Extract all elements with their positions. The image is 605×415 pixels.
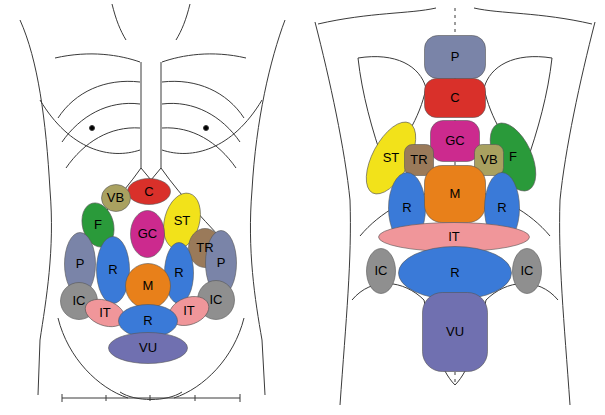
zone-letter: ST: [174, 214, 191, 228]
zone-letter: IT: [99, 306, 111, 320]
zone-c: C: [127, 178, 171, 205]
zone-letter: VB: [107, 191, 124, 205]
zone-fill: [109, 333, 188, 364]
zone-vu: VU: [422, 292, 488, 372]
nipple: [204, 126, 209, 131]
zone-letter: R: [402, 201, 411, 215]
zone-letter: GC: [445, 134, 465, 148]
zone-c: C: [424, 78, 486, 118]
zone-vu: VU: [108, 332, 188, 364]
zone-fill: [128, 179, 171, 205]
zone-m: M: [125, 263, 171, 309]
zone-fill: [131, 211, 165, 258]
zone-fill: [425, 36, 486, 79]
zone-letter: TR: [410, 153, 427, 167]
zone-letter: C: [144, 185, 153, 199]
zone-r: R: [96, 236, 130, 304]
zone-letter: M: [450, 187, 461, 201]
zone-letter: F: [509, 150, 517, 164]
zone-letter: IC: [375, 264, 388, 278]
zone-fill: [425, 79, 486, 118]
neck-line: [112, 4, 190, 40]
zone-letter: IT: [448, 230, 460, 244]
zone-ic: IC: [512, 248, 542, 294]
zone-letter: IC: [73, 294, 86, 308]
zone-fill: [423, 293, 488, 372]
zone-letter: GC: [138, 227, 158, 241]
zone-fill: [399, 247, 512, 300]
zone-letter: M: [143, 279, 154, 293]
body-outline: [560, 22, 595, 405]
zone-r: R: [398, 246, 512, 300]
zone-letter: VU: [139, 341, 157, 355]
zone-letter: IC: [521, 264, 534, 278]
pelvis-line: [352, 283, 558, 385]
zone-gc: GC: [130, 210, 165, 258]
zone-fill: [513, 249, 542, 294]
zone-letter: P: [217, 256, 226, 270]
sternum: [141, 62, 161, 180]
zone-fill: [126, 264, 171, 309]
zone-letter: TR: [196, 241, 213, 255]
zone-letter: R: [143, 314, 152, 328]
scale-bar: [62, 394, 240, 402]
zone-letter: ST: [383, 151, 400, 165]
clavicle: [55, 54, 246, 62]
zone-ic: IC: [366, 248, 396, 294]
zone-letter: C: [450, 91, 459, 105]
body-outline: [250, 20, 285, 395]
zone-letter: P: [451, 50, 460, 64]
zone-letter: IT: [183, 304, 195, 318]
zone-fill: [97, 237, 130, 304]
zone-fill: [367, 249, 396, 294]
body-outline: [20, 20, 51, 395]
pectoral-line: [40, 100, 262, 153]
zone-m: M: [424, 165, 486, 223]
zone-fill: [425, 166, 486, 223]
zone-letter: VB: [480, 153, 497, 167]
body-outline: [315, 22, 350, 405]
zone-letter: R: [497, 201, 506, 215]
zone-letter: IC: [210, 293, 223, 307]
zone-letter: P: [76, 257, 85, 271]
zone-letter: R: [174, 266, 183, 280]
zone-p: P: [424, 35, 486, 79]
zone-fill: [431, 121, 480, 162]
nipple: [90, 126, 95, 131]
zone-letter: F: [94, 218, 102, 232]
zone-letter: R: [450, 266, 459, 280]
zone-gc: GC: [430, 120, 480, 162]
zone-letter: VU: [446, 325, 464, 339]
zone-letter: R: [108, 263, 117, 277]
